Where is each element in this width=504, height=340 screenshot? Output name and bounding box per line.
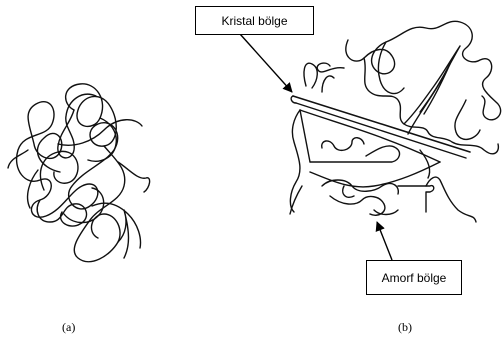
caption-b: (b) <box>398 320 412 335</box>
caption-a: (a) <box>62 320 75 335</box>
arrow-amorf <box>377 222 392 260</box>
arrow-kristal <box>240 34 292 92</box>
semicrystalline-chain-b <box>290 21 501 222</box>
random-coil-a <box>8 84 150 262</box>
amorphous-region-label: Amorf bölge <box>366 260 462 295</box>
crystalline-region-label: Kristal bölge <box>195 6 314 35</box>
